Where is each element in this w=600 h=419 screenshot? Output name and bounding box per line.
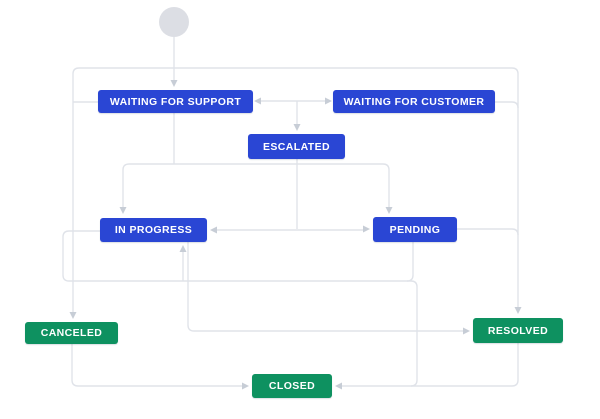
arrowhead-into-closed-right — [335, 382, 342, 390]
arrowhead-into-pending-left — [363, 225, 370, 233]
edge-lower-loop — [62, 230, 418, 387]
edge-resolved-closed — [341, 343, 519, 387]
arrowhead-into-resolved-top — [514, 307, 522, 314]
edge-pending-right-exit — [457, 228, 519, 236]
arrowhead-into-inprogress-top — [119, 207, 127, 214]
status-closed[interactable]: CLOSED — [252, 374, 332, 398]
status-escalated[interactable]: ESCALATED — [248, 134, 345, 159]
arrowhead-into-customer-left — [325, 97, 332, 105]
edge-canceled-closed — [71, 344, 243, 387]
arrowhead-into-resolved-left — [463, 327, 470, 335]
start-node-icon — [159, 7, 189, 37]
status-pending[interactable]: PENDING — [373, 217, 457, 242]
edge-outer-top — [72, 67, 519, 75]
arrowhead-into-inprogress-bottom — [179, 245, 187, 252]
arrowhead-into-escalated-top — [293, 124, 301, 131]
arrowhead-into-support-right — [254, 97, 261, 105]
arrowhead-into-pending-top — [385, 207, 393, 214]
status-in-progress[interactable]: IN PROGRESS — [100, 218, 207, 242]
status-resolved[interactable]: RESOLVED — [473, 318, 563, 343]
arrowhead-into-support-top — [170, 80, 178, 87]
arrowhead-into-inprogress-right — [210, 226, 217, 234]
edge-customer-right-exit — [495, 101, 519, 109]
edge-pending-bottom — [406, 242, 414, 282]
edge-inprogress-resolved — [187, 242, 464, 332]
arrowhead-into-canceled-top — [69, 312, 77, 319]
status-canceled[interactable]: CANCELED — [25, 322, 118, 344]
status-waiting-for-customer[interactable]: WAITING FOR CUSTOMER — [333, 90, 495, 113]
arrowhead-into-closed-left — [242, 382, 249, 390]
status-waiting-for-support[interactable]: WAITING FOR SUPPORT — [98, 90, 253, 113]
edge-split-horizontal — [122, 163, 390, 171]
